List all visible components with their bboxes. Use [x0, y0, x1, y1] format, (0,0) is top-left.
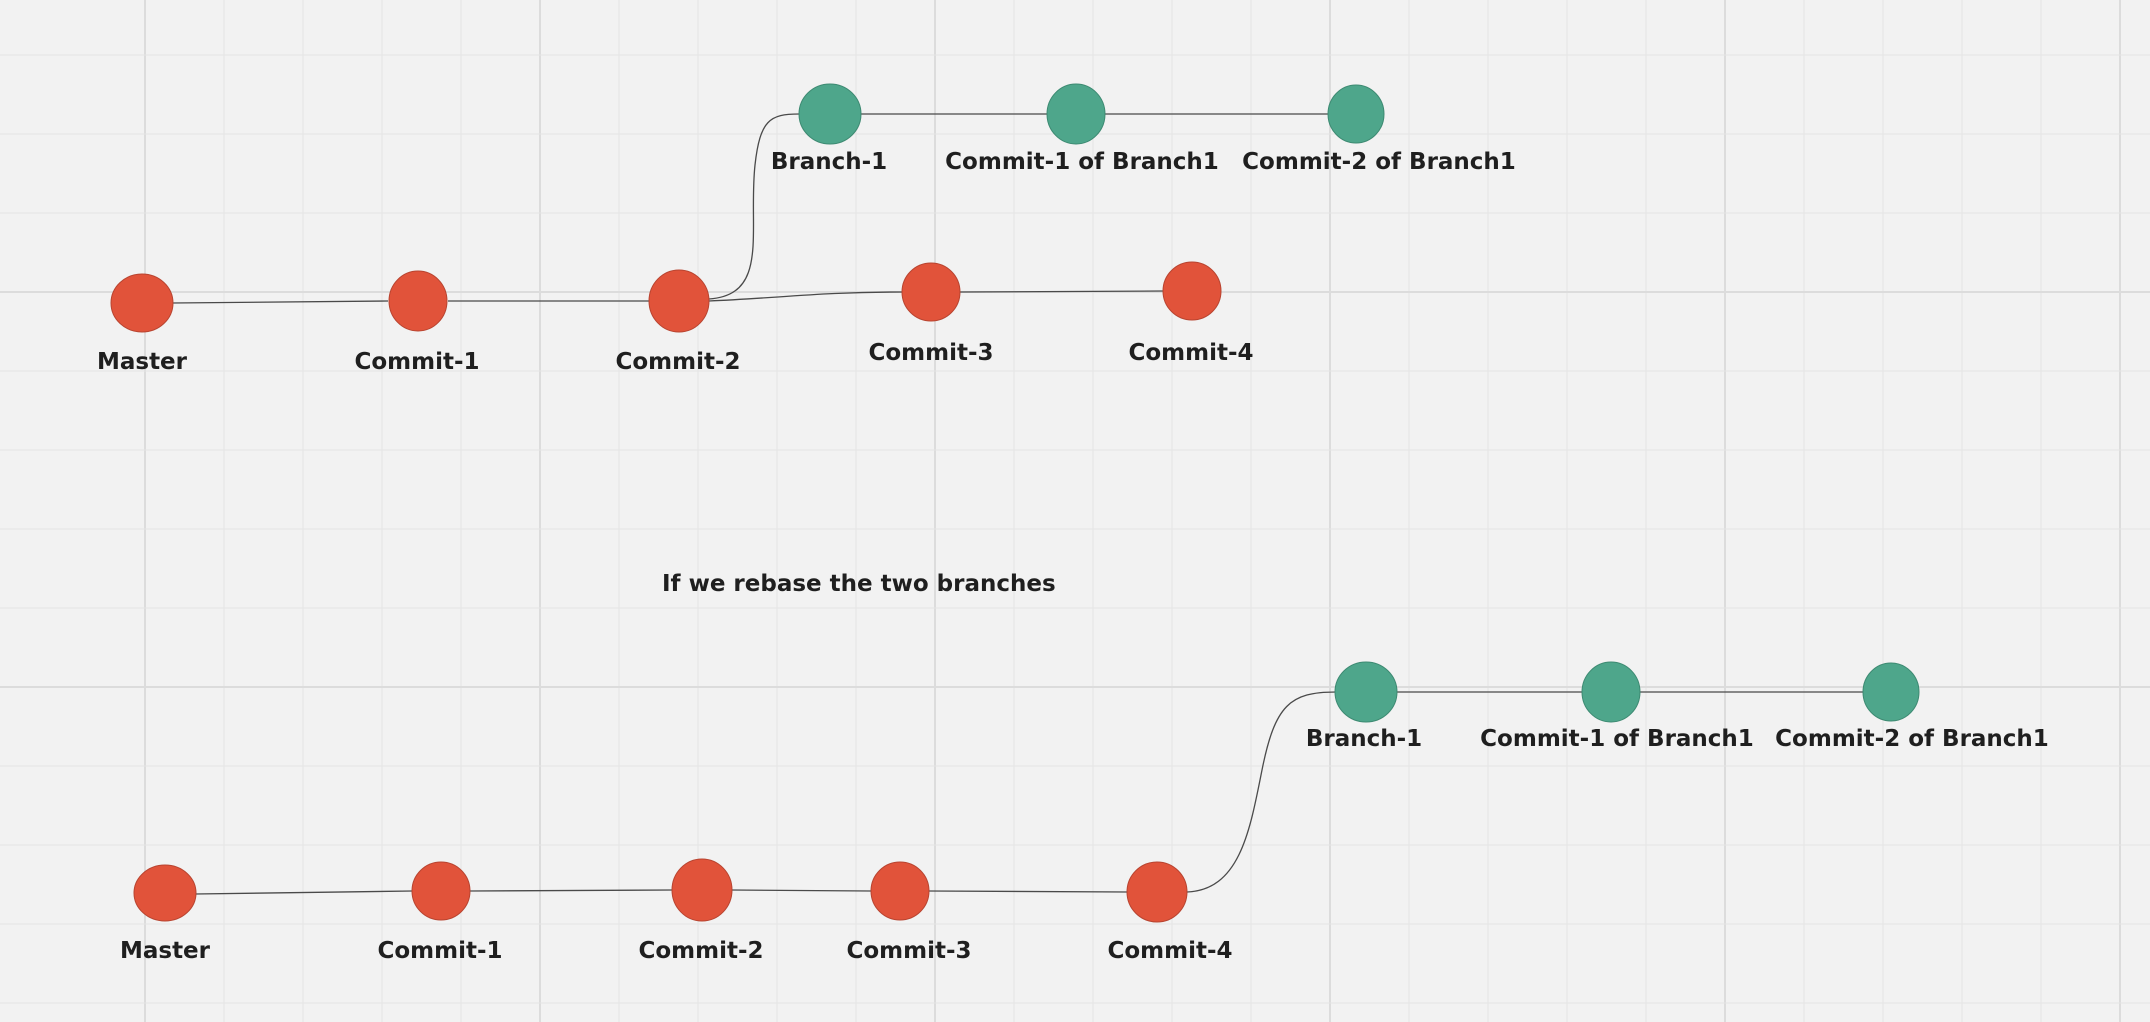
label-commit-1: Commit-1: [354, 349, 479, 375]
edge-after-commit-4-to-branch-1: [1186, 691, 1337, 893]
rebase-caption: If we rebase the two branches: [662, 571, 1056, 597]
edge-after-master-to-commit-1: [194, 890, 413, 895]
edge-commit-3-to-commit-4: [959, 290, 1164, 293]
branch-node-commit-2-of-branch1[interactable]: [1327, 84, 1385, 144]
commit-node-after-commit-3[interactable]: [870, 861, 930, 921]
commit-node-commit-4[interactable]: [1162, 261, 1222, 321]
label-master: Master: [97, 349, 188, 375]
label-commit-2-of-branch1: Commit-2 of Branch1: [1242, 149, 1516, 175]
branch-node-after-branch-1[interactable]: [1334, 661, 1398, 723]
label-after-commit-2-of-branch1: Commit-2 of Branch1: [1775, 726, 2049, 752]
branch-node-after-commit-1-of-branch1[interactable]: [1581, 661, 1641, 723]
label-after-master: Master: [120, 938, 211, 964]
label-commit-3: Commit-3: [868, 340, 993, 366]
label-after-commit-4: Commit-4: [1107, 938, 1232, 964]
edge-after-commit-3-to-commit-4: [928, 890, 1129, 893]
commit-node-after-master[interactable]: [133, 864, 197, 922]
edge-master-to-commit-1: [171, 300, 389, 304]
edge-after-commit-1-to-commit-2: [469, 889, 674, 892]
commit-node-commit-3[interactable]: [901, 262, 961, 322]
commit-node-commit-1[interactable]: [388, 270, 448, 332]
commit-node-after-commit-2[interactable]: [671, 858, 733, 922]
branch-node-commit-1-of-branch1[interactable]: [1046, 83, 1106, 145]
label-after-branch-1: Branch-1: [1306, 726, 1422, 752]
label-commit-1-of-branch1: Commit-1 of Branch1: [945, 149, 1219, 175]
label-after-commit-1-of-branch1: Commit-1 of Branch1: [1480, 726, 1754, 752]
diagram-before-rebase: Master Commit-1 Commit-2 Commit-3 Commit…: [97, 83, 1516, 375]
commit-node-after-commit-4[interactable]: [1126, 861, 1188, 923]
label-branch-1: Branch-1: [771, 149, 887, 175]
label-after-commit-1: Commit-1: [377, 938, 502, 964]
diagram-after-rebase: Master Commit-1 Commit-2 Commit-3 Commit…: [120, 661, 2049, 964]
edge-after-commit-2-to-commit-3: [731, 889, 872, 892]
label-after-commit-3: Commit-3: [846, 938, 971, 964]
commit-node-after-commit-1[interactable]: [411, 861, 471, 921]
edge-commit-2-to-commit-3: [708, 291, 904, 302]
commit-node-commit-2[interactable]: [648, 269, 710, 333]
branch-node-branch-1[interactable]: [798, 83, 862, 145]
edge-commit-2-to-branch-1: [708, 113, 800, 300]
commit-node-master[interactable]: [110, 273, 174, 333]
label-commit-4: Commit-4: [1128, 340, 1253, 366]
label-after-commit-2: Commit-2: [638, 938, 763, 964]
branch-node-after-commit-2-of-branch1[interactable]: [1862, 662, 1920, 722]
label-commit-2: Commit-2: [615, 349, 740, 375]
